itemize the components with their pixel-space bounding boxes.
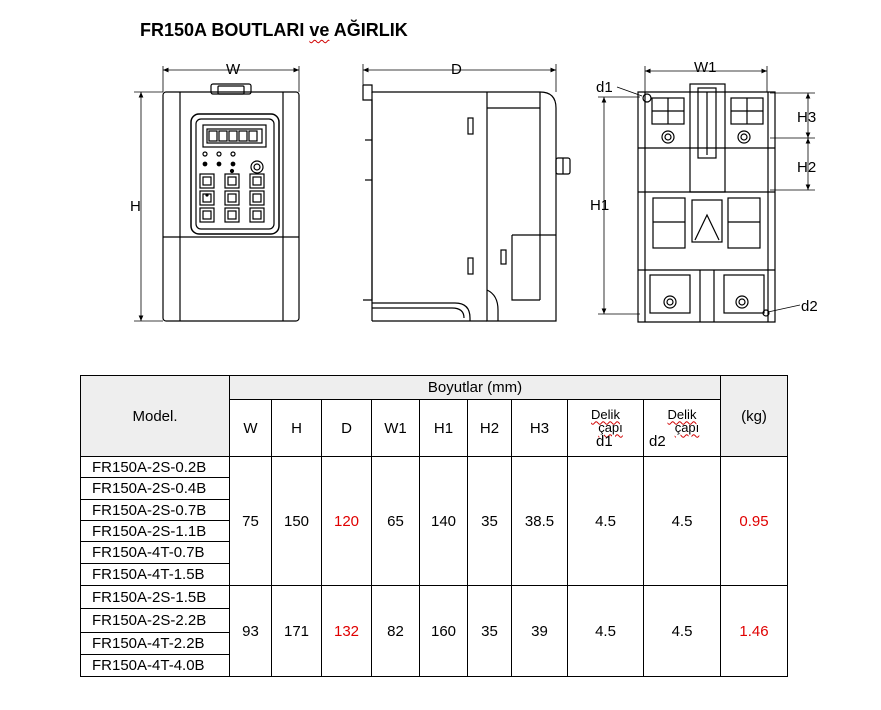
- model-cell: FR150A-2S-0.2B: [80, 456, 230, 478]
- title-end: AĞIRLIK: [333, 20, 408, 40]
- label-h: H: [130, 198, 141, 215]
- value-h1: 140: [419, 456, 468, 586]
- header-h2: H2: [467, 399, 512, 457]
- label-d: D: [451, 61, 462, 78]
- header-d: D: [321, 399, 372, 457]
- hole-d2-name: d2: [649, 432, 666, 450]
- hole-d1-name: d1: [596, 432, 613, 450]
- model-cell: FR150A-4T-1.5B: [80, 563, 230, 586]
- model-cell: FR150A-2S-0.4B: [80, 477, 230, 500]
- model-cell: FR150A-2S-2.2B: [80, 608, 230, 633]
- hole-d2-word: Delik: [667, 406, 697, 422]
- value-w: 93: [229, 585, 272, 677]
- label-h3: H3: [797, 109, 816, 126]
- model-cell: FR150A-4T-4.0B: [80, 654, 230, 677]
- header-hole-d1: Delik çapı d1: [567, 399, 644, 457]
- value-d: 132: [321, 585, 372, 677]
- value-kg: 1.46: [720, 585, 788, 677]
- value-h2: 35: [467, 585, 512, 677]
- page-title: FR150A BOUTLARI ve AĞIRLIK: [140, 20, 408, 41]
- front-view: [134, 66, 300, 322]
- model-cell: FR150A-4T-2.2B: [80, 632, 230, 655]
- value-h: 150: [271, 456, 322, 586]
- model-cell: FR150A-2S-1.5B: [80, 585, 230, 609]
- label-w: W: [226, 61, 241, 78]
- title-conj: ve: [309, 20, 330, 40]
- label-h2: H2: [797, 159, 816, 176]
- dimension-table: Model. Boyutlar (mm) (kg) W H D W1 H1 H2…: [80, 375, 788, 677]
- value-h: 171: [271, 585, 322, 677]
- value-kg: 0.95: [720, 456, 788, 586]
- header-hole-d2: Delik çapı d2: [643, 399, 721, 457]
- value-h3: 38.5: [511, 456, 568, 586]
- label-d2: d2: [801, 298, 818, 315]
- model-cell: FR150A-2S-0.7B: [80, 499, 230, 521]
- hole-d2-cap: çapı: [674, 419, 700, 435]
- value-d1: 4.5: [567, 456, 644, 586]
- title-main: FR150A BOUTLARI: [140, 20, 305, 40]
- header-w: W: [229, 399, 272, 457]
- value-d1: 4.5: [567, 585, 644, 677]
- model-cell: FR150A-2S-1.1B: [80, 520, 230, 542]
- value-d: 120: [321, 456, 372, 586]
- label-w1: W1: [694, 59, 717, 76]
- value-h1: 160: [419, 585, 468, 677]
- hole-d1-cap: çapı: [598, 419, 623, 435]
- value-d2: 4.5: [643, 585, 721, 677]
- dimension-drawings: W H D W1 d1 H1 H3 H2 d2: [130, 59, 818, 323]
- value-w: 75: [229, 456, 272, 586]
- header-w1: W1: [371, 399, 420, 457]
- value-d2: 4.5: [643, 456, 721, 586]
- header-weight: (kg): [720, 375, 788, 457]
- hole-d1-word: Delik: [591, 406, 620, 422]
- value-w1: 82: [371, 585, 420, 677]
- value-w1: 65: [371, 456, 420, 586]
- model-cell: FR150A-4T-0.7B: [80, 541, 230, 564]
- header-h1: H1: [419, 399, 468, 457]
- label-h1: H1: [590, 197, 609, 214]
- header-h3: H3: [511, 399, 568, 457]
- rear-view: [598, 66, 815, 323]
- label-d1: d1: [596, 79, 613, 96]
- header-h: H: [271, 399, 322, 457]
- header-model: Model.: [80, 375, 230, 457]
- value-h3: 39: [511, 585, 568, 677]
- header-dimensions: Boyutlar (mm): [229, 375, 721, 400]
- side-view: [362, 64, 571, 322]
- value-h2: 35: [467, 456, 512, 586]
